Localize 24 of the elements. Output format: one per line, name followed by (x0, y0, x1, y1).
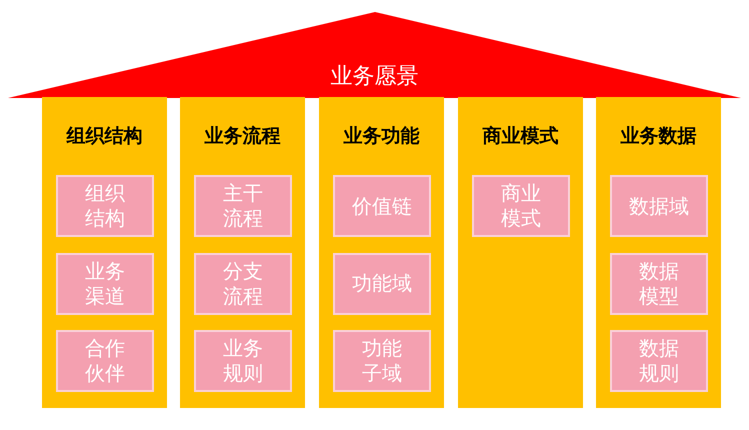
category-box: 合作伙伴 (56, 330, 154, 392)
category-box: 业务规则 (194, 330, 292, 392)
category-box: 数据模型 (610, 252, 708, 314)
pillar-panel (42, 97, 167, 408)
category-box: 数据规则 (610, 330, 708, 392)
category-box: 数据域 (610, 175, 708, 237)
pillar-panel (319, 97, 444, 408)
category-box: 分支流程 (194, 252, 292, 314)
pillar-panel (458, 97, 583, 408)
category-box: 功能域 (333, 252, 431, 314)
pillar-heading: 组织结构 (65, 124, 144, 149)
category-box: 业务渠道 (56, 252, 154, 314)
category-box: 主干流程 (194, 175, 292, 237)
category-box: 功能子域 (333, 330, 431, 392)
pillar-heading: 业务数据 (620, 124, 698, 149)
pillar-panel (596, 97, 721, 408)
category-box: 组织结构 (56, 175, 154, 237)
pillar-heading: 业务流程 (204, 124, 282, 149)
pillar-heading: 业务功能 (342, 124, 420, 149)
roof-title: 业务愿景 (330, 64, 420, 90)
category-box: 商业模式 (472, 175, 570, 237)
pillar-heading: 商业模式 (482, 124, 560, 149)
category-box: 价值链 (333, 175, 431, 237)
pillar-panel (180, 97, 305, 408)
